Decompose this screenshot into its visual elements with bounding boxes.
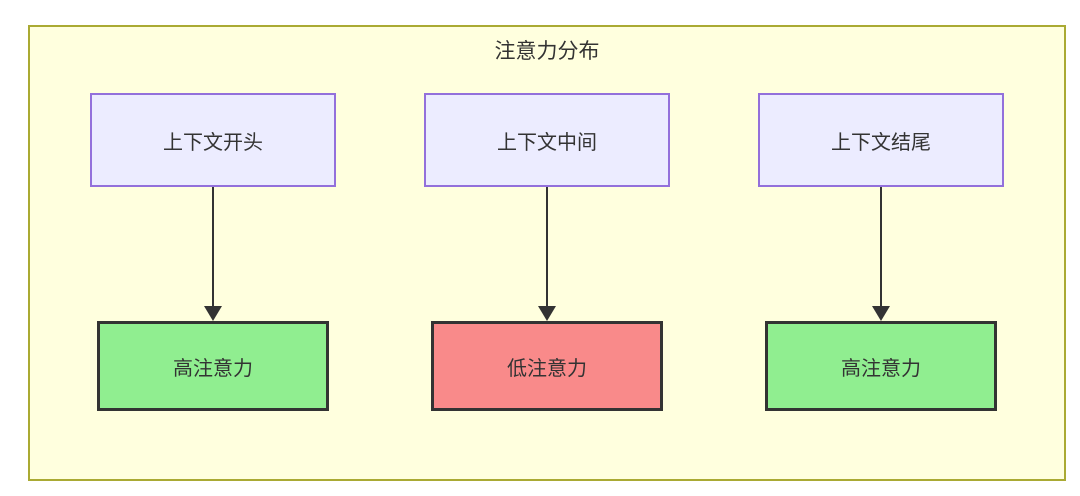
node-high-attention-end-label: 高注意力 bbox=[841, 357, 921, 380]
flow-column-middle: 上下文中间 低注意力 bbox=[424, 93, 670, 411]
node-high-attention-start: 高注意力 bbox=[97, 321, 329, 411]
arrow-down-icon bbox=[872, 187, 890, 321]
node-low-attention-label: 低注意力 bbox=[507, 357, 587, 380]
node-high-attention-end: 高注意力 bbox=[765, 321, 997, 411]
flow-columns: 上下文开头 高注意力 上下文中间 低注意力 bbox=[30, 93, 1064, 411]
node-context-end: 上下文结尾 bbox=[758, 93, 1004, 187]
node-context-middle: 上下文中间 bbox=[424, 93, 670, 187]
node-high-attention-start-label: 高注意力 bbox=[173, 357, 253, 380]
arrow-head bbox=[538, 306, 556, 321]
node-context-end-label: 上下文结尾 bbox=[831, 131, 931, 154]
arrow-line bbox=[212, 187, 214, 306]
flow-column-start: 上下文开头 高注意力 bbox=[90, 93, 336, 411]
node-low-attention: 低注意力 bbox=[431, 321, 663, 411]
node-context-middle-label: 上下文中间 bbox=[497, 131, 597, 154]
diagram-title: 注意力分布 bbox=[494, 40, 600, 63]
arrow-head bbox=[872, 306, 890, 321]
node-context-start: 上下文开头 bbox=[90, 93, 336, 187]
node-context-start-label: 上下文开头 bbox=[163, 131, 263, 154]
arrow-down-icon bbox=[538, 187, 556, 321]
arrow-head bbox=[204, 306, 222, 321]
arrow-line bbox=[880, 187, 882, 306]
arrow-down-icon bbox=[204, 187, 222, 321]
attention-distribution-container: 注意力分布 上下文开头 高注意力 上下文中间 bbox=[28, 25, 1066, 481]
flow-column-end: 上下文结尾 高注意力 bbox=[758, 93, 1004, 411]
arrow-line bbox=[546, 187, 548, 306]
